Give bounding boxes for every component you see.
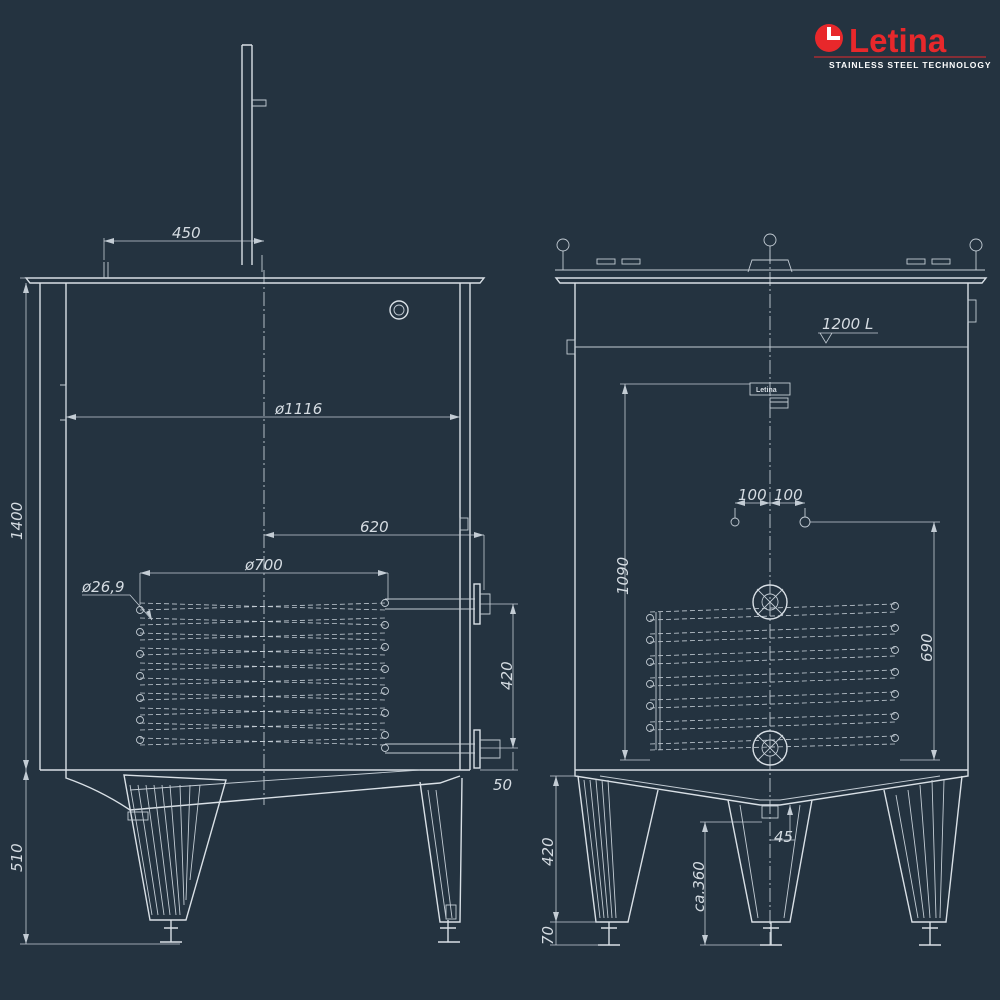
front-leg-right: [883, 775, 963, 923]
dim-26-9: ø26,9: [81, 578, 125, 596]
dim-420-leg: 420: [539, 837, 557, 866]
logo-brand-text: Letina: [849, 22, 947, 59]
dim-70: 70: [539, 926, 557, 945]
side-tank-body: [39, 283, 471, 770]
dim-1116: ø1116: [274, 400, 322, 418]
letina-logo: Letina STAINLESS STEEL TECHNOLOGY: [814, 22, 991, 70]
side-leg-left: [123, 774, 227, 921]
dim-420-coil: 420: [498, 661, 516, 690]
logo-tagline: STAINLESS STEEL TECHNOLOGY: [829, 60, 991, 70]
dim-700: ø700: [244, 556, 283, 574]
dim-45: 45: [774, 828, 793, 846]
dim-50: 50: [493, 776, 512, 794]
side-dimensions: 450 ø1116 1400 620 ø700 ø26,9 420 50: [8, 224, 518, 945]
dim-620: 620: [360, 518, 389, 536]
side-view: [24, 44, 501, 943]
dim-100-right: 100: [774, 486, 803, 504]
side-lid: [24, 277, 486, 284]
front-lid: [554, 277, 988, 284]
dim-450: 450: [172, 224, 201, 242]
dim-1400: 1400: [8, 502, 26, 540]
dim-690: 690: [918, 633, 936, 662]
side-cooling-coil: [136, 583, 501, 769]
nameplate: [749, 382, 791, 396]
dim-1200l: 1200 L: [822, 315, 873, 333]
dim-510: 510: [8, 843, 26, 872]
dim-1090: 1090: [614, 557, 632, 595]
front-tank-body: [574, 283, 969, 770]
front-leg-left: [577, 775, 659, 923]
front-view: 1200 L Letina: [554, 233, 988, 946]
front-dimensions: 100 100 1090 690 45 420 70 ca.360: [539, 383, 940, 946]
side-leg-right: [419, 777, 463, 923]
dim-ca360: ca.360: [690, 861, 708, 912]
nameplate-brand: Letina: [756, 387, 777, 394]
dim-100-left: 100: [738, 486, 767, 504]
front-cooling-coil: [646, 602, 899, 751]
